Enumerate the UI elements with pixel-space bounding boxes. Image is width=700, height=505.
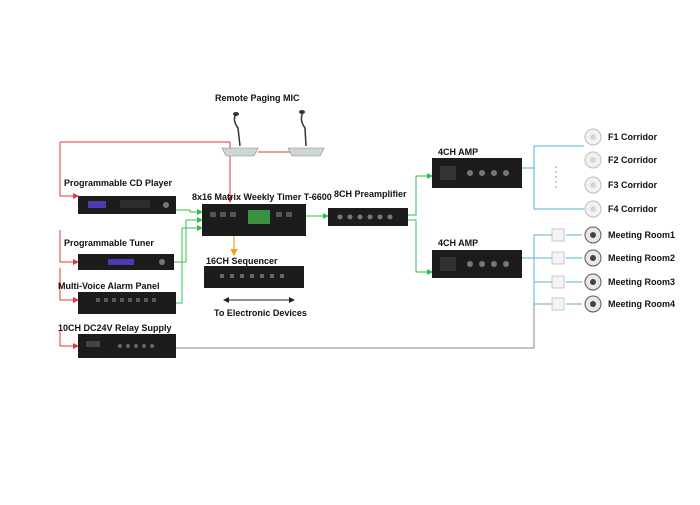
corridor-wires <box>522 145 584 210</box>
tuner-device <box>78 254 174 270</box>
zone-label-f3: F3 Corridor <box>608 180 658 190</box>
relay-wire <box>59 330 79 349</box>
cd-player-wire <box>59 142 79 199</box>
audio-wires <box>174 173 433 304</box>
amp-top-label: 4CH AMP <box>438 147 479 157</box>
corridor-speaker-icons <box>584 128 602 218</box>
amp-top-device <box>432 158 522 188</box>
alarm-panel-label: Multi-Voice Alarm Panel <box>58 281 160 291</box>
relay-supply-device <box>78 334 176 358</box>
preamplifier-label: 8CH Preamplifier <box>334 189 407 199</box>
room-label-4: Meeting Room4 <box>608 299 676 309</box>
remote-mic-label: Remote Paging MIC <box>215 93 300 103</box>
sequencer-label: 16CH Sequencer <box>206 256 278 266</box>
alarm-panel-device <box>78 292 176 314</box>
zone-label-f2: F2 Corridor <box>608 155 658 165</box>
alarm-wire <box>59 268 79 303</box>
zone-label-f1: F1 Corridor <box>608 132 658 142</box>
remote-paging-mic <box>221 110 325 157</box>
volume-controllers <box>551 228 565 311</box>
mic-to-timer-wire <box>60 141 233 203</box>
room-speaker-icons <box>584 226 602 313</box>
room-label-1: Meeting Room1 <box>608 230 676 240</box>
cd-player-label: Programmable CD Player <box>64 178 173 188</box>
zone-label-f4: F4 Corridor <box>608 204 658 214</box>
control-wires <box>59 141 290 349</box>
relay-supply-label: 10CH DC24V Relay Supply <box>58 323 172 333</box>
amp-bottom-label: 4CH AMP <box>438 238 479 248</box>
tuner-wire <box>59 230 79 265</box>
electronic-devices-label: To Electronic Devices <box>214 308 307 318</box>
room-label-2: Meeting Room2 <box>608 253 676 263</box>
room-label-3: Meeting Room3 <box>608 277 676 287</box>
room-wires <box>522 234 582 305</box>
relay-to-amp-wire <box>176 298 535 349</box>
sequencer-device <box>204 266 304 288</box>
matrix-timer-device <box>202 204 306 236</box>
matrix-timer-label: 8x16 Matrix Weekly Timer T-6600 <box>192 192 332 202</box>
preamplifier-device <box>328 208 408 226</box>
tuner-label: Programmable Tuner <box>64 238 154 248</box>
cd-player-device <box>78 196 176 214</box>
amp-bottom-device <box>432 250 522 278</box>
